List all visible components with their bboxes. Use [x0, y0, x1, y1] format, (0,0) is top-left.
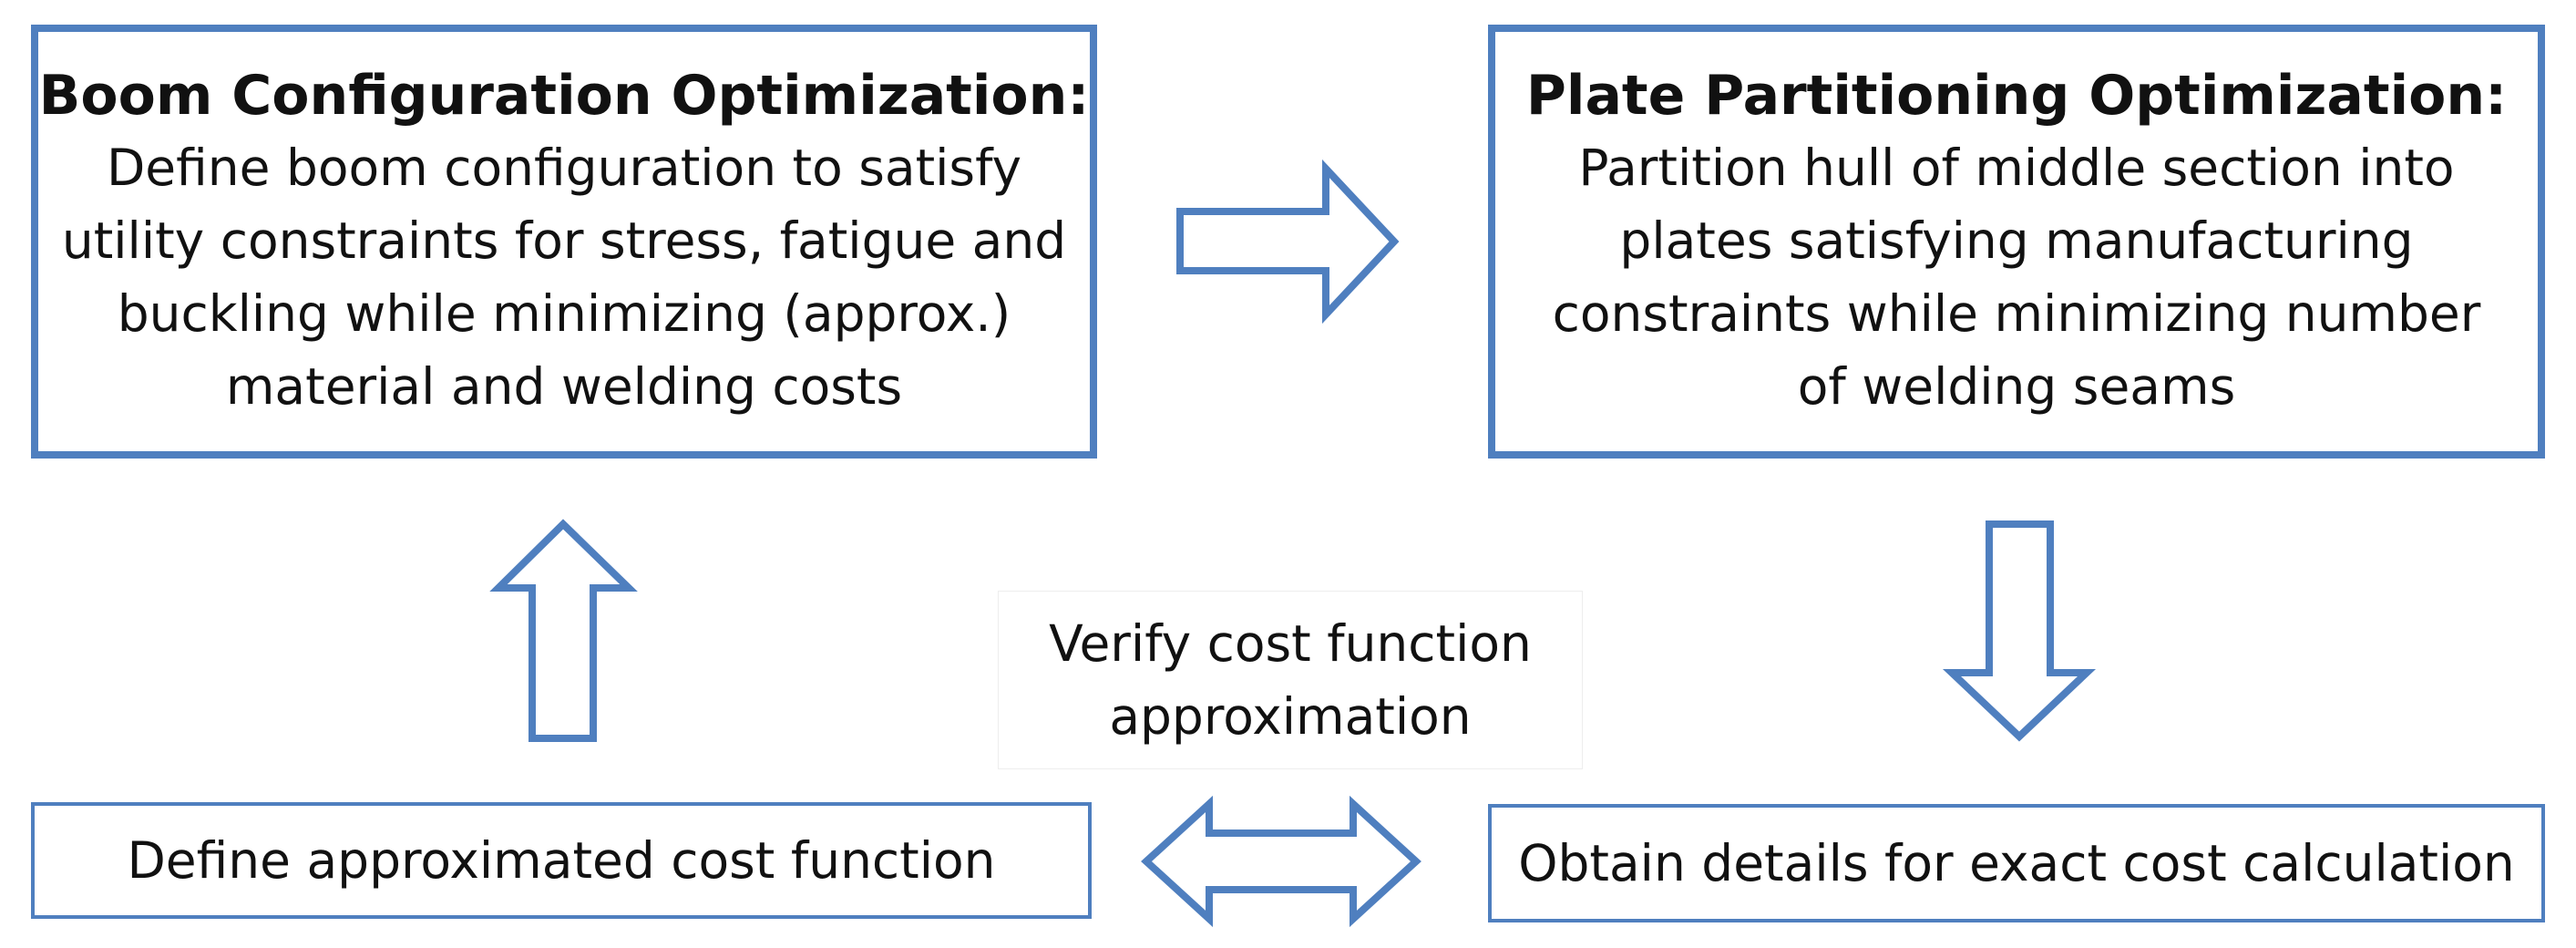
double-arrow-icon	[1141, 795, 1421, 928]
plate-partitioning-box: Plate Partitioning Optimization: Partiti…	[1488, 25, 2545, 459]
boom-configuration-box: Boom Configuration Optimization: Define …	[31, 25, 1097, 459]
plate-partitioning-description: Partition hull of middle section into pl…	[1552, 139, 2481, 416]
verify-cost-function-label: Verify cost function approximation	[998, 591, 1583, 769]
arrow-down-icon	[1942, 520, 2097, 742]
boom-configuration-title: Boom Configuration Optimization:	[38, 64, 1090, 128]
define-cost-function-box: Define approximated cost function	[31, 802, 1092, 919]
plate-partitioning-title: Plate Partitioning Optimization:	[1525, 64, 2508, 128]
define-cost-function-label: Define approximated cost function	[127, 831, 996, 890]
arrow-right-icon	[1176, 159, 1400, 325]
boom-configuration-description: Define boom configuration to satisfy uti…	[61, 139, 1067, 416]
exact-cost-details-box: Obtain details for exact cost calculatio…	[1488, 804, 2545, 922]
exact-cost-details-label: Obtain details for exact cost calculatio…	[1518, 834, 2515, 892]
arrow-up-icon	[489, 519, 638, 742]
